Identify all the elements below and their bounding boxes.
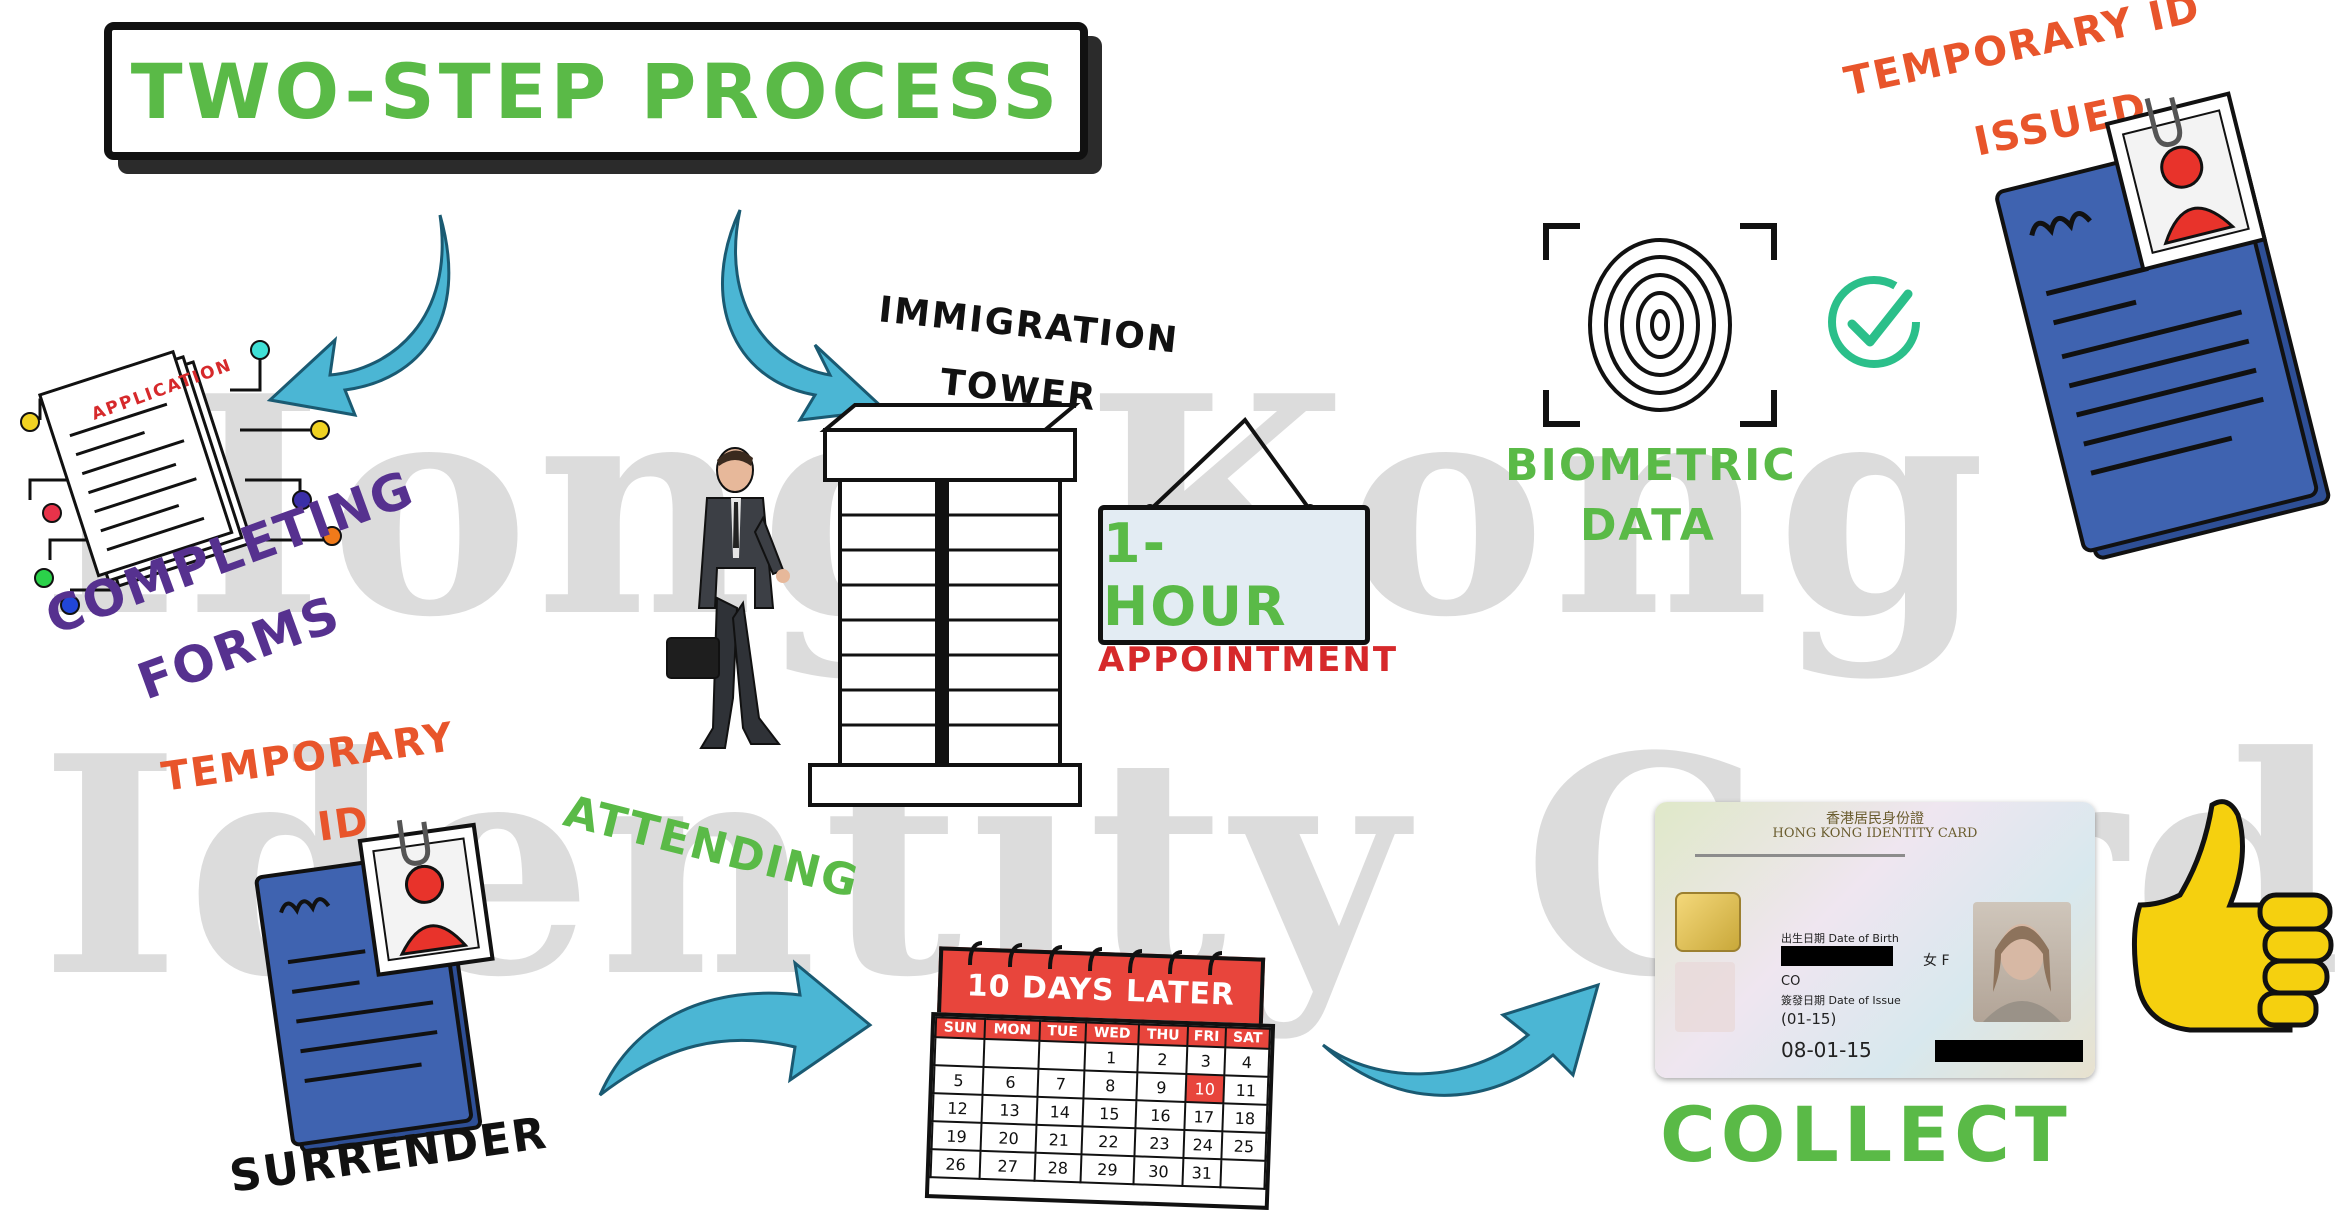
calendar-date: 18 [1222, 1103, 1268, 1133]
calendar-date: 17 [1184, 1101, 1224, 1132]
calendar-date: 27 [979, 1150, 1036, 1181]
calendar-date: 2 [1137, 1044, 1188, 1074]
one-hour-sign: 1- HOUR [1098, 505, 1370, 645]
calendar-day-header: SAT [1225, 1027, 1270, 1049]
arrow-to-forms [266, 214, 451, 417]
card-number-redaction [1935, 1040, 2083, 1062]
calendar-date: 11 [1223, 1075, 1269, 1105]
calendar-date: 10 [1185, 1073, 1225, 1104]
calendar-date: 8 [1082, 1070, 1138, 1101]
card-header-chinese: 香港居民身份證 [1826, 811, 1924, 827]
calendar-date: 23 [1134, 1128, 1185, 1158]
calendar-date [983, 1038, 1040, 1069]
arrow-to-calendar [598, 959, 873, 1097]
calendar-date: 14 [1036, 1096, 1083, 1127]
calendar-date: 13 [981, 1094, 1038, 1125]
page-title: TWO-STEP PROCESS [130, 46, 1062, 136]
card-issue-label: 簽發日期 Date of Issue [1781, 994, 1901, 1007]
thumbs-up-icon [2131, 799, 2334, 1033]
calendar-date: 7 [1037, 1068, 1084, 1099]
card-name-line [1695, 854, 1905, 857]
calendar-date: 3 [1186, 1045, 1226, 1076]
calendar-day-header: SUN [935, 1017, 986, 1039]
card-header-english: HONG KONG IDENTITY CARD [1772, 826, 1978, 841]
calendar-day-header: FRI [1187, 1026, 1227, 1048]
card-ghost-photo [1675, 962, 1735, 1032]
businessman-icon [666, 447, 790, 749]
calendar-date: 12 [932, 1093, 983, 1123]
calendar-day-header: THU [1138, 1024, 1188, 1046]
calendar-date: 31 [1182, 1157, 1222, 1188]
calendar-date: 30 [1133, 1156, 1184, 1186]
card-chip-icon [1675, 892, 1741, 952]
calendar-date [934, 1037, 985, 1067]
calendar-date: 20 [980, 1122, 1037, 1153]
calendar-date: 21 [1035, 1124, 1082, 1155]
calendar-day-header: MON [984, 1018, 1041, 1041]
calendar-day-header: WED [1084, 1022, 1140, 1045]
biometric-label: BIOMETRIC [1505, 440, 1797, 491]
card-sex: 女 F [1923, 953, 1950, 969]
calendar-date: 22 [1080, 1126, 1136, 1157]
sign-hanger [1144, 416, 1316, 516]
calendar-date [1038, 1040, 1085, 1071]
calendar-date: 26 [930, 1149, 981, 1179]
calendar-rings [968, 941, 1223, 976]
card-dob-redaction [1781, 946, 1893, 966]
check-icon [1828, 276, 1920, 368]
hk-identity-card: 香港居民身份證 HONG KONG IDENTITY CARD 出生日期 Dat… [1655, 802, 2095, 1078]
calendar-date: 25 [1221, 1131, 1267, 1161]
one-hour-text: 1- HOUR [1103, 512, 1288, 638]
collect-label: COLLECT [1660, 1090, 2072, 1179]
calendar-date: 1 [1083, 1042, 1139, 1073]
calendar-date: 19 [931, 1121, 982, 1151]
calendar-date: 4 [1224, 1047, 1270, 1077]
card-photo-portrait [1983, 924, 2061, 1022]
calendar-date: 24 [1183, 1129, 1223, 1160]
calendar-date: 28 [1034, 1152, 1081, 1183]
card-date: 08-01-15 [1781, 1038, 1872, 1062]
temporary-id-issued-label: TEMPORARY ID [1840, 0, 2205, 106]
appointment-label: APPOINTMENT [1098, 640, 1399, 680]
calendar-date: 15 [1081, 1098, 1137, 1129]
fingerprint-icon [1543, 223, 1777, 427]
arrow-to-card [1321, 982, 1601, 1097]
temporary-id-folder-small [254, 819, 495, 1154]
card-dob-label: 出生日期 Date of Birth [1781, 932, 1899, 945]
data-label: DATA [1580, 500, 1716, 551]
card-photo [1973, 902, 2071, 1022]
application-forms-icon [20, 340, 342, 615]
calendar-date: 9 [1136, 1072, 1187, 1102]
title-banner: TWO-STEP PROCESS [104, 22, 1088, 160]
calendar-date: 6 [982, 1066, 1039, 1097]
tower-icon [808, 403, 1082, 807]
calendar-day-header: TUE [1039, 1020, 1086, 1043]
arrow-to-tower [720, 209, 889, 422]
card-issue-value: (01-15) [1781, 1010, 1837, 1028]
calendar-date: 29 [1080, 1154, 1135, 1185]
calendar-date: 5 [933, 1065, 984, 1095]
card-code: CO [1781, 974, 1801, 989]
temporary-id-folder-large [1995, 91, 2331, 560]
calendar-date: 16 [1135, 1100, 1186, 1130]
calendar-date [1220, 1159, 1266, 1189]
